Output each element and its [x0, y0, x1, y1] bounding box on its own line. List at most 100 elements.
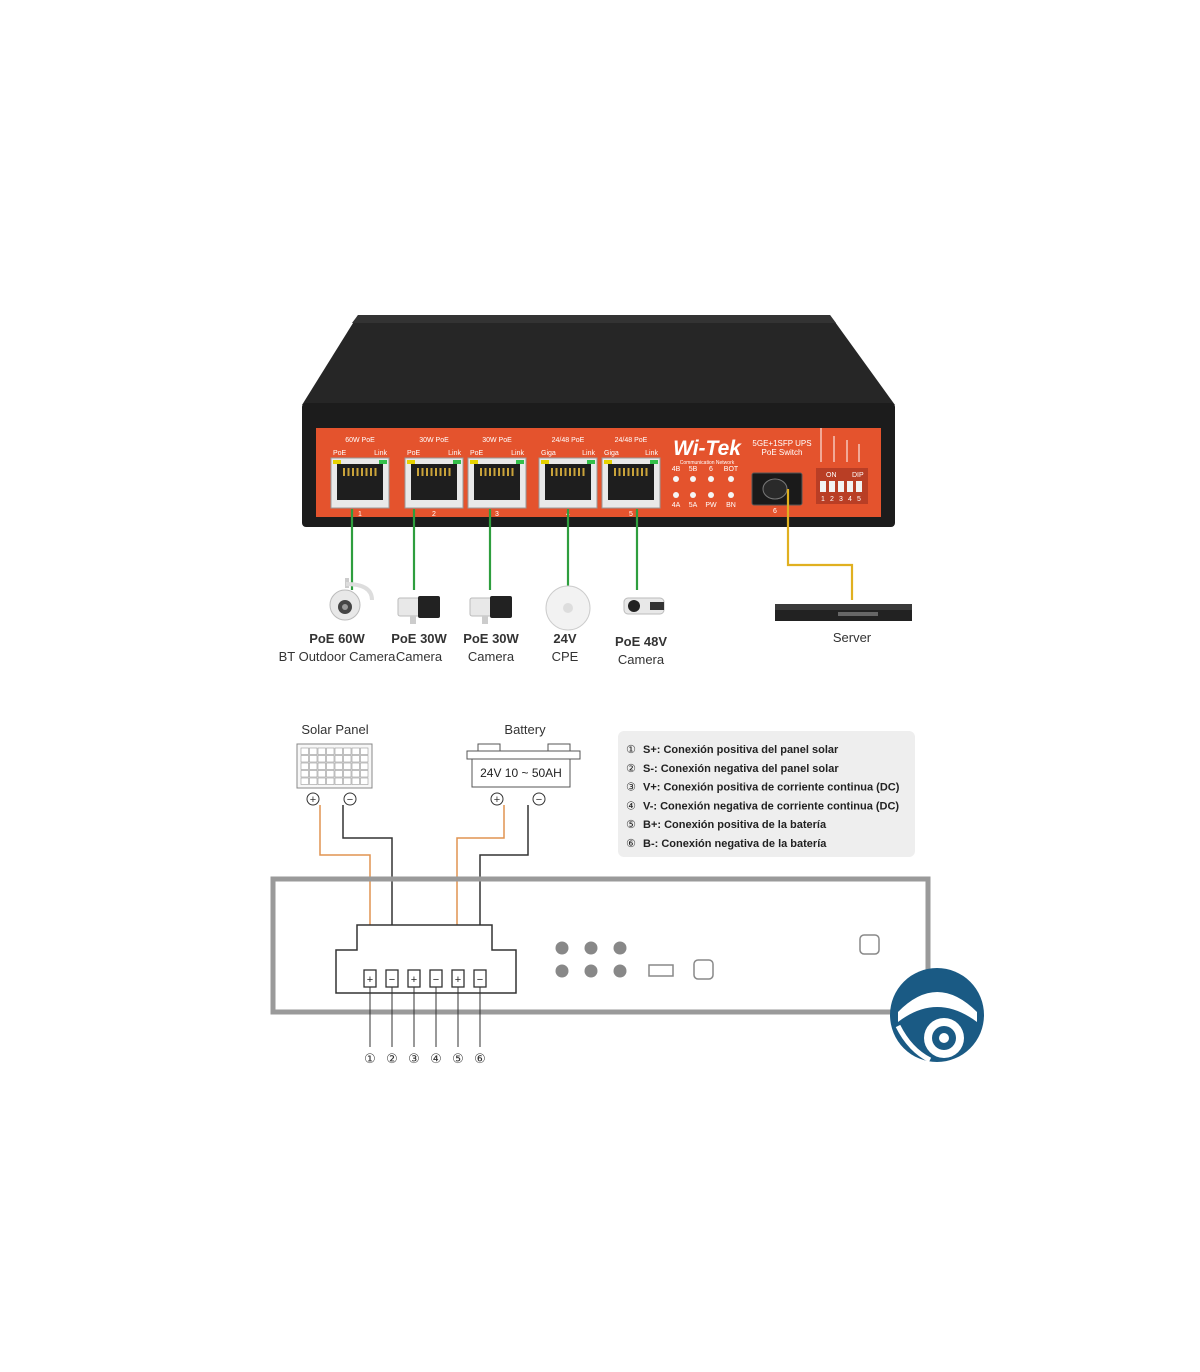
port-number: 5: [629, 511, 633, 518]
dip-on-label: ON: [826, 472, 837, 479]
solar-panel-label: Solar Panel: [301, 722, 368, 737]
terminal-sign: −: [389, 974, 395, 986]
dip-toggle: [820, 481, 826, 492]
dip-toggle: [847, 481, 853, 492]
led-indicator: [673, 492, 679, 498]
port-power-label: 30W PoE: [419, 437, 449, 444]
device-power-label: PoE 30W: [391, 631, 447, 646]
legend-item: V+: Conexión positiva de corriente conti…: [643, 782, 900, 794]
terminal-2: −: [385, 969, 399, 988]
battery-spec: 24V 10 ~ 50AH: [480, 766, 562, 780]
port-number: 1: [358, 511, 362, 518]
terminal-5: +: [451, 969, 465, 988]
legend-item: V-: Conexión negativa de corriente conti…: [643, 800, 899, 812]
port-link-label: Link: [511, 450, 524, 457]
led-indicator: [708, 492, 714, 498]
port-left-label: PoE: [470, 450, 484, 457]
poe-connections: [350, 509, 639, 590]
cpe-device: [545, 585, 591, 631]
dip-number: 5: [857, 496, 861, 503]
svg-text:−: −: [536, 794, 542, 806]
led-label-bottom: BN: [726, 502, 736, 509]
terminal-number: ①: [364, 1051, 376, 1066]
led-indicator: [690, 476, 696, 482]
terminal-sign: +: [367, 974, 373, 986]
ethernet-port-1: 60W PoE PoE Link 1: [330, 437, 390, 518]
led-label-bottom: 5A: [689, 502, 698, 509]
led-label-top: 4B: [672, 466, 681, 473]
device-type-label: Camera: [468, 649, 515, 664]
ethernet-port-3: 30W PoE PoE Link 3: [467, 437, 527, 518]
wires: [319, 805, 529, 977]
svg-text:+: +: [494, 794, 500, 806]
port-power-label: 30W PoE: [482, 437, 512, 444]
sfp-number: 6: [773, 508, 777, 515]
led-indicator: [728, 476, 734, 482]
terminal-sign: +: [411, 974, 417, 986]
svg-text:+: +: [310, 794, 316, 806]
terminal-1: +: [363, 969, 377, 988]
terminal-4: −: [429, 969, 443, 988]
led-indicator: [708, 476, 714, 482]
port-power-label: 60W PoE: [345, 437, 375, 444]
dip-toggle: [856, 481, 862, 492]
led-indicator: [690, 492, 696, 498]
switch-outline: + − + − + −: [270, 876, 931, 1015]
dip-toggle: [838, 481, 844, 492]
terminal-sign: −: [477, 974, 483, 986]
led-indicator: [728, 492, 734, 498]
led-label-top: 5B: [689, 466, 698, 473]
legend-number: ①: [626, 744, 636, 756]
port-link-label: Link: [582, 450, 595, 457]
led-label-bottom: 4A: [672, 502, 681, 509]
server-label: Server: [833, 630, 872, 645]
terminal-number: ⑥: [474, 1051, 486, 1066]
port-left-label: PoE: [333, 450, 347, 457]
dip-number: 4: [848, 496, 852, 503]
dome-camera: [329, 578, 374, 621]
legend-item: B+: Conexión positiva de la batería: [643, 819, 827, 831]
device-type-label: BT Outdoor Camera: [279, 649, 397, 664]
port-power-label: 24/48 PoE: [615, 437, 648, 444]
poe-switch: 60W PoE PoE Link 1 30W PoE PoE Link 2 30W PoE PoE…: [302, 315, 895, 527]
dip-toggle: [829, 481, 835, 492]
dip-label: DIP: [852, 472, 864, 479]
model-line2: PoE Switch: [762, 448, 803, 457]
dip-number: 1: [821, 496, 825, 503]
port-number: 3: [495, 511, 499, 518]
brand-subtitle: Communication Network: [680, 460, 735, 466]
port-link-label: Link: [374, 450, 387, 457]
server-connection: [786, 489, 854, 600]
legend-item: S-: Conexión negativa del panel solar: [643, 763, 839, 775]
terminal-sign: +: [455, 974, 461, 986]
device-power-label: PoE 30W: [463, 631, 519, 646]
solar-panel: Solar Panel + −: [296, 722, 373, 806]
port-link-label: Link: [645, 450, 658, 457]
port-link-label: Link: [448, 450, 461, 457]
brand-logo: Wi-Tek: [673, 437, 742, 460]
device-type-label: CPE: [552, 649, 579, 664]
legend-number: ⑤: [626, 819, 636, 831]
device-type-label: Camera: [618, 652, 665, 667]
battery: Battery 24V 10 ~ 50AH + −: [466, 722, 581, 806]
led-label-top: 6: [709, 466, 713, 473]
model-line1: 5GE+1SFP UPS: [752, 439, 811, 448]
port-number: 2: [432, 511, 436, 518]
terminal-number: ③: [408, 1051, 420, 1066]
bullet-camera-1: [397, 596, 440, 624]
terminal-sign: −: [433, 974, 439, 986]
port-power-label: 24/48 PoE: [552, 437, 585, 444]
camera-logo-icon: [890, 968, 984, 1063]
ptz-camera: [623, 597, 665, 615]
battery-label: Battery: [504, 722, 546, 737]
legend-item: B-: Conexión negativa de la batería: [643, 838, 827, 850]
terminal-number: ④: [430, 1051, 442, 1066]
legend-number: ⑥: [626, 838, 636, 850]
